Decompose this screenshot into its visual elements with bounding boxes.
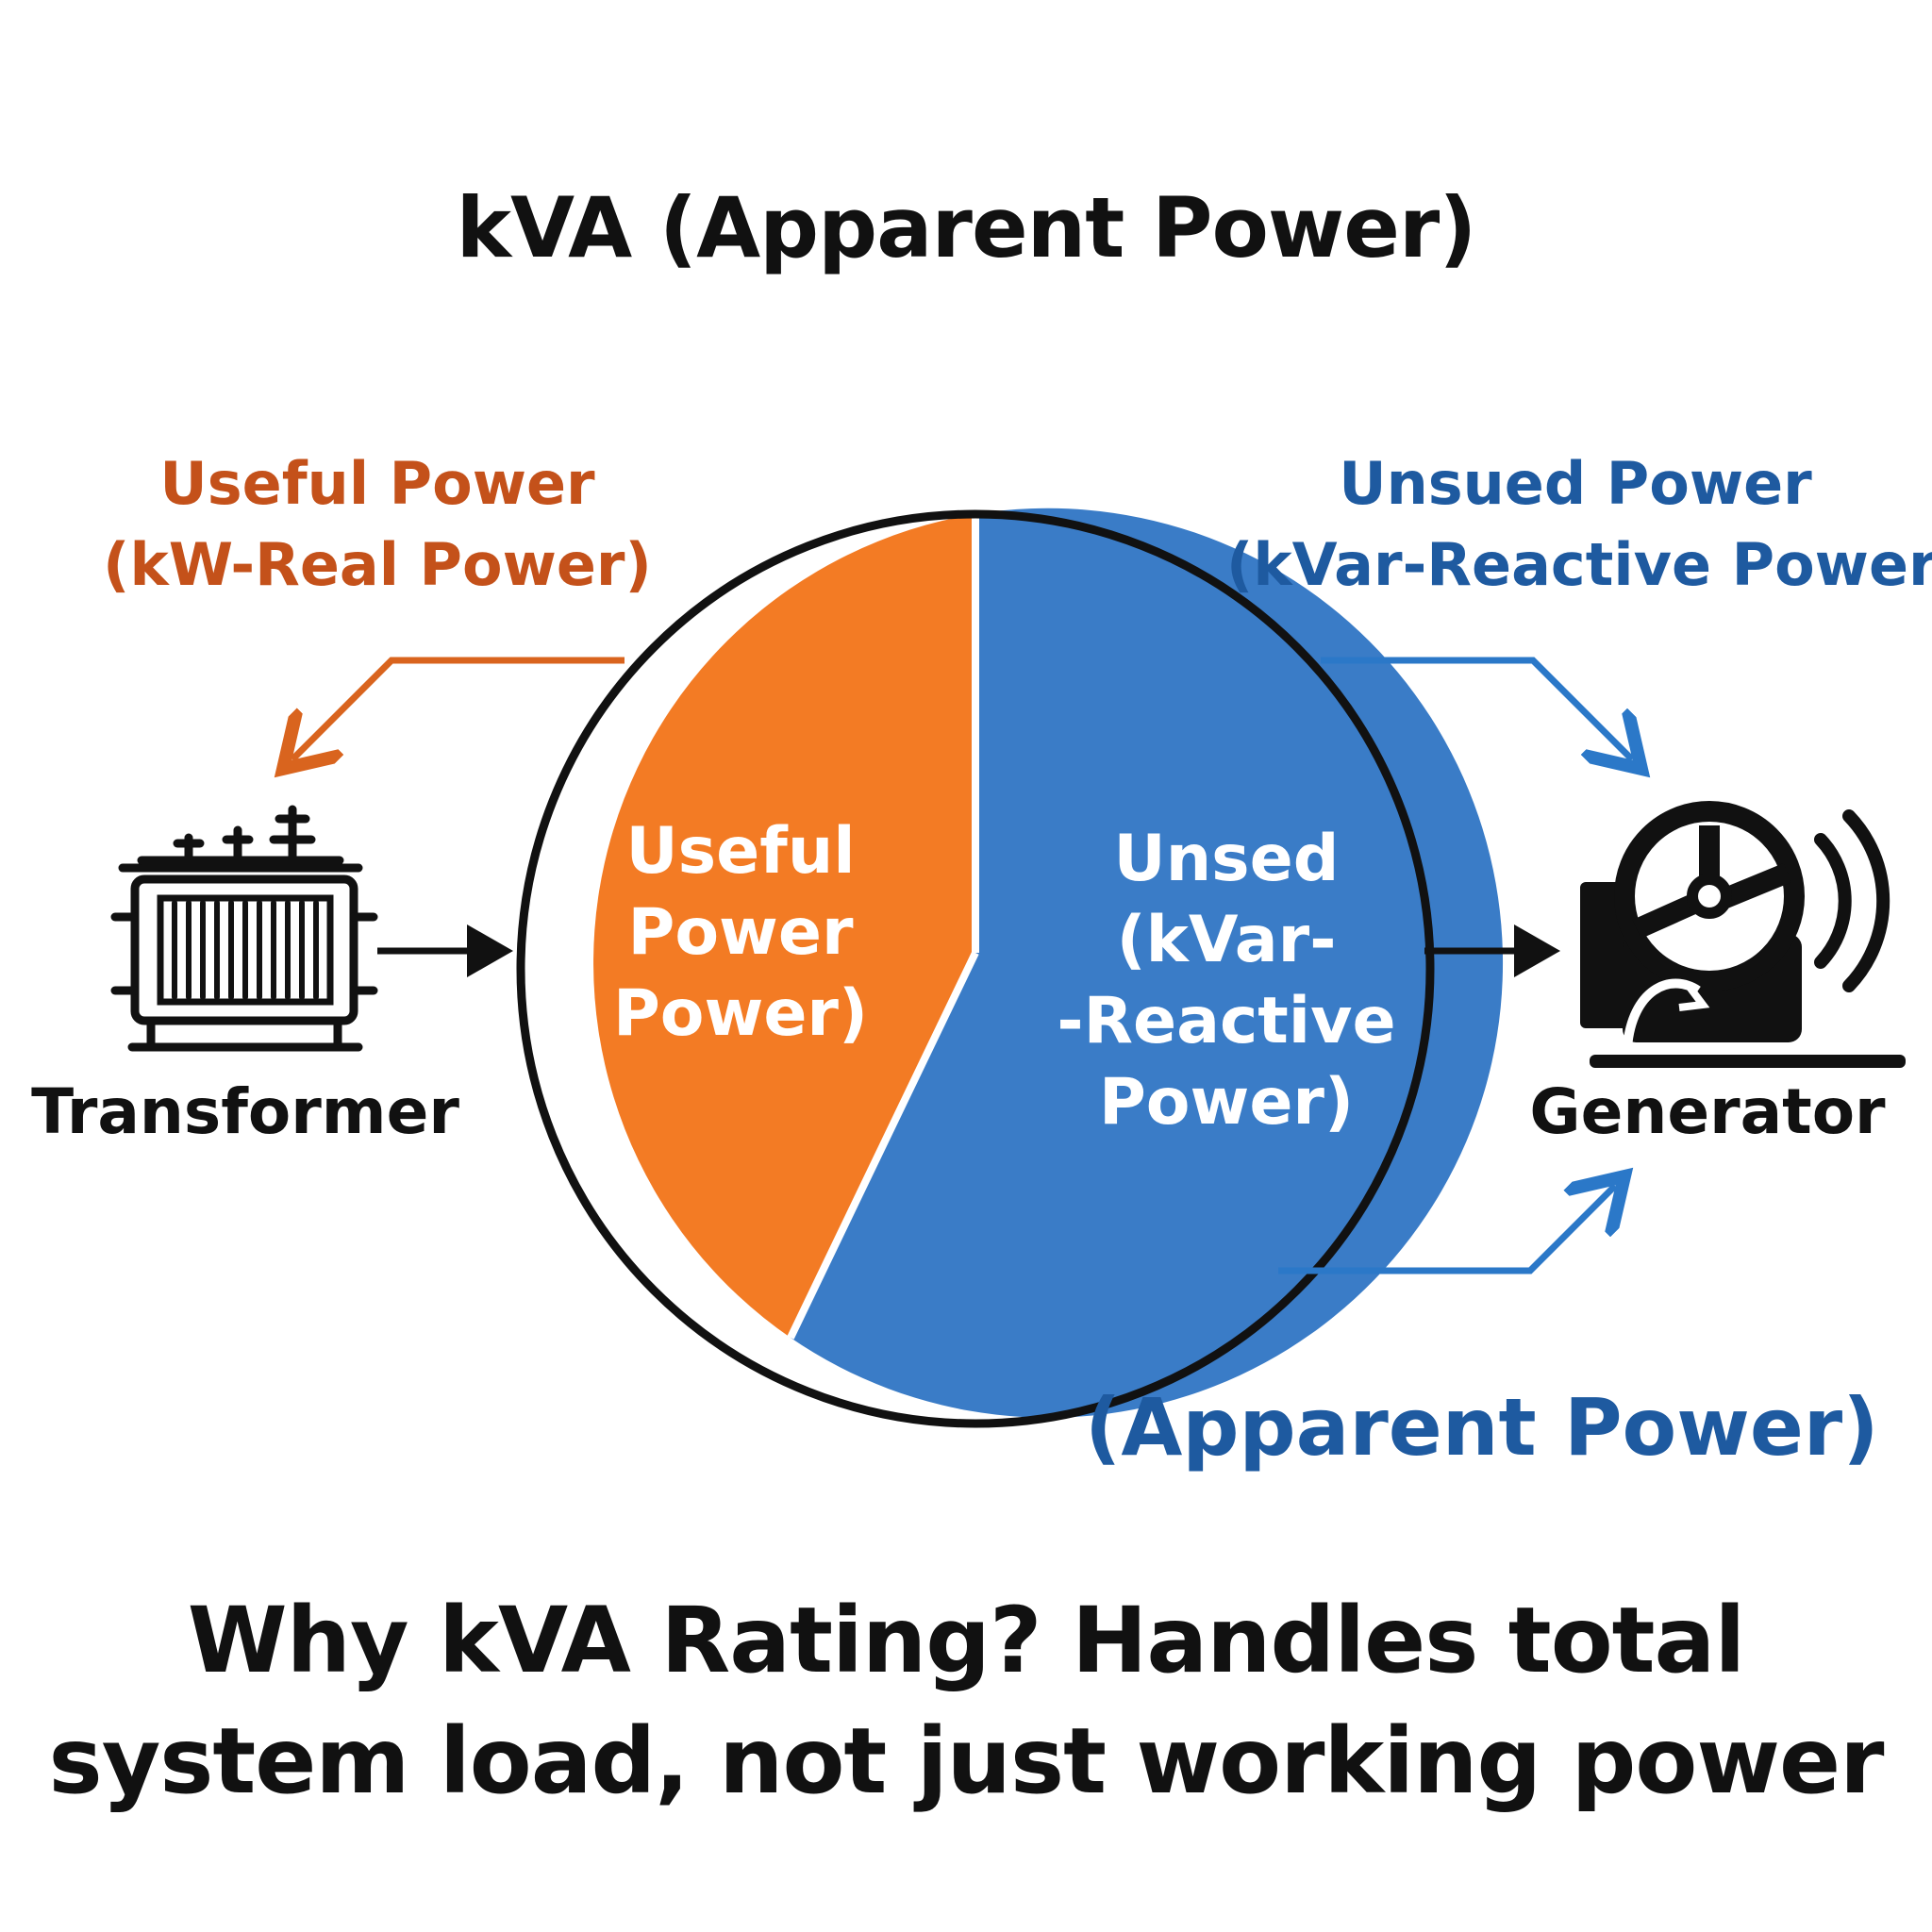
footer-caption: Why kVA Rating? Handles total system loa… [0, 1580, 1932, 1822]
pie-label-unused-line4: Power) [1098, 1065, 1355, 1140]
unused-power-callout: Unsued Power (kVar-Reactive Power) [1226, 443, 1932, 606]
pie-outline [516, 509, 1435, 1428]
pie-label-useful: Useful Power Power) [566, 811, 915, 1055]
apparent-power-callout: (Apparent Power) [1085, 1381, 1879, 1474]
useful-power-arrow [292, 657, 625, 759]
transformer-label: Transformer [31, 1075, 459, 1148]
pie-label-unused-line1: Unsed [1113, 822, 1340, 896]
pie-label-useful-line1: Useful [625, 814, 856, 889]
generator-icon [1580, 801, 1906, 1068]
unused-power-callout-line1: Unsued Power [1339, 449, 1812, 518]
unused-power-callout-line2: (kVar-Reactive Power) [1226, 530, 1932, 599]
apparent-power-pie [516, 508, 1504, 1428]
useful-power-callout-line2: (kW-Real Power) [103, 530, 652, 599]
pie-divider-bottom [787, 951, 979, 1340]
unused-power-arrow-top [1321, 657, 1632, 759]
useful-power-callout-line1: Useful Power [159, 449, 595, 518]
footer-line2: system load, not just working power [48, 1708, 1885, 1814]
useful-power-callout: Useful Power (kW-Real Power) [38, 443, 717, 606]
page-title: kVA (Apparent Power) [456, 179, 1476, 276]
pie-segment-useful [593, 514, 975, 1338]
apparent-power-arrow-bottom [1278, 1186, 1615, 1274]
pie-label-unused-line2: (kVar- [1116, 903, 1337, 977]
pie-segment-unused [791, 508, 1504, 1418]
footer-line1: Why kVA Rating? Handles total [187, 1588, 1745, 1693]
pie-label-useful-line3: Power) [612, 976, 869, 1051]
pie-label-useful-line2: Power [627, 895, 854, 970]
pie-label-unused: Unsed (kVar- -Reactive Power) [1019, 819, 1434, 1143]
pie-label-unused-line3: -Reactive [1057, 984, 1396, 1058]
transformer-icon [110, 805, 378, 1052]
generator-label: Generator [1529, 1075, 1886, 1148]
